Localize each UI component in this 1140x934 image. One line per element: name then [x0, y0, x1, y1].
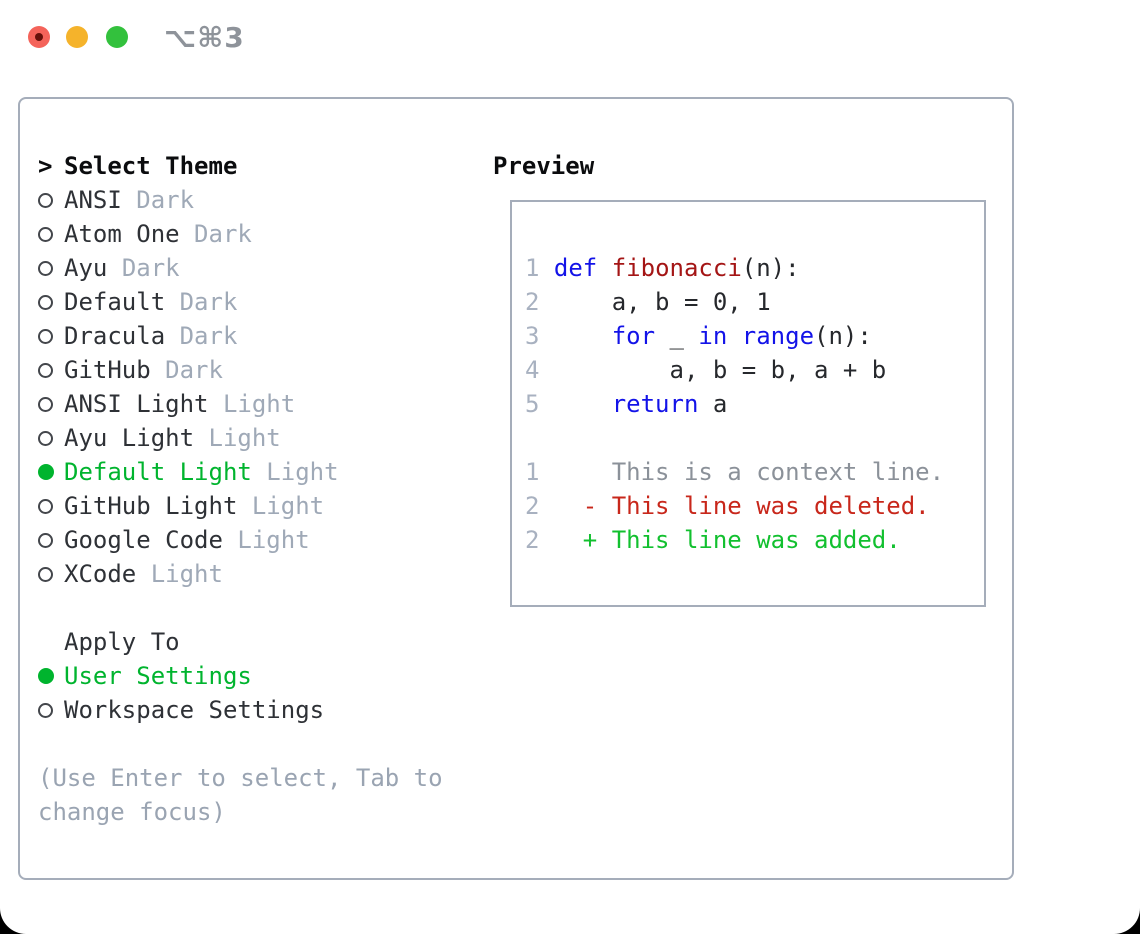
radio-icon — [38, 362, 64, 378]
theme-variant: Dark — [121, 254, 180, 282]
apply-option-label: Workspace Settings — [64, 696, 325, 724]
line-number: 2 — [525, 526, 540, 554]
apply-option-user-settings[interactable]: User Settings — [38, 659, 498, 693]
diff-text: This is a context line. — [553, 458, 945, 486]
code-preview: 1 def fibonacci(n): 2 a, b = 0, 1 3 for _ … — [512, 202, 984, 557]
code-line: 1 def fibonacci(n): — [525, 254, 800, 282]
prompt-icon: > — [38, 152, 53, 180]
code-line: 2 a, b = 0, 1 — [525, 288, 771, 316]
line-number: 1 — [525, 458, 540, 486]
line-number: 4 — [525, 356, 540, 384]
theme-option-default[interactable]: Default Dark — [38, 285, 498, 319]
theme-name: ANSI Light — [64, 390, 209, 418]
theme-option-google-code[interactable]: Google Code Light — [38, 523, 498, 557]
radio-icon — [38, 566, 64, 582]
close-dot-icon — [35, 33, 43, 41]
theme-option-ansi-light[interactable]: ANSI Light Light — [38, 387, 498, 421]
theme-option-github-light[interactable]: GitHub Light Light — [38, 489, 498, 523]
theme-option-atom-one[interactable]: Atom One Dark — [38, 217, 498, 251]
radio-icon — [38, 498, 64, 514]
apply-to-header: Apply To — [38, 625, 498, 659]
line-number: 1 — [525, 254, 540, 282]
diff-text: - This line was deleted. — [553, 492, 930, 520]
radio-icon — [38, 532, 64, 548]
close-button[interactable] — [28, 26, 50, 48]
radio-icon — [38, 328, 64, 344]
diff-line-added: 2 + This line was added. — [525, 523, 984, 557]
theme-variant: Light — [208, 424, 281, 452]
minimize-button[interactable] — [66, 26, 88, 48]
theme-variant: Dark — [136, 186, 195, 214]
select-theme-title: Select Theme — [64, 152, 238, 180]
theme-option-github[interactable]: GitHub Dark — [38, 353, 498, 387]
theme-name: Ayu Light — [64, 424, 195, 452]
help-text: (Use Enter to select, Tab to change focu… — [38, 764, 443, 826]
line-number: 3 — [525, 322, 540, 350]
preview-box: 1 def fibonacci(n): 2 a, b = 0, 1 3 for _ … — [510, 200, 986, 607]
theme-option-ayu[interactable]: Ayu Dark — [38, 251, 498, 285]
line-number: 5 — [525, 390, 540, 418]
radio-icon — [38, 260, 64, 276]
radio-icon — [38, 464, 64, 480]
diff-line-context: 1 This is a context line. — [525, 455, 984, 489]
theme-variant: Light — [222, 390, 296, 418]
spacer — [38, 727, 498, 761]
theme-name: Atom One — [64, 220, 180, 248]
radio-icon — [38, 668, 64, 684]
line-number: 2 — [525, 492, 540, 520]
theme-name: Ayu — [64, 254, 108, 282]
theme-variant: Dark — [179, 322, 238, 350]
radio-icon — [38, 702, 64, 718]
theme-option-dracula[interactable]: Dracula Dark — [38, 319, 498, 353]
theme-variant: Light — [266, 458, 339, 486]
code-line: 5 return a — [525, 390, 728, 418]
theme-variant: Dark — [179, 288, 238, 316]
titlebar: ⌥⌘3 — [0, 0, 1140, 74]
diff-text: + This line was added. — [553, 526, 901, 554]
apply-option-workspace-settings[interactable]: Workspace Settings — [38, 693, 498, 727]
radio-icon — [38, 396, 64, 412]
theme-variant: Dark — [194, 220, 252, 248]
apply-to-title: Apply To — [64, 628, 180, 656]
radio-icon — [38, 430, 64, 446]
diff-line-deleted: 2 - This line was deleted. — [525, 489, 984, 523]
theme-option-xcode[interactable]: XCode Light — [38, 557, 498, 591]
theme-variant: Dark — [165, 356, 223, 384]
line-number: 2 — [525, 288, 540, 316]
apply-option-label: User Settings — [64, 662, 252, 690]
window-shortcut-label: ⌥⌘3 — [164, 21, 245, 54]
theme-variant: Light — [237, 526, 310, 554]
theme-option-ayu-light[interactable]: Ayu Light Light — [38, 421, 498, 455]
radio-icon — [38, 294, 64, 310]
theme-variant: Light — [150, 560, 223, 588]
theme-name: GitHub — [64, 356, 151, 384]
code-line: 3 for _ in range(n): — [525, 322, 872, 350]
theme-name: Default Light — [64, 458, 252, 486]
theme-name: Default — [64, 288, 166, 316]
code-line: 4 a, b = b, a + b — [525, 356, 887, 384]
radio-icon — [38, 226, 64, 242]
select-theme-header: > Select Theme — [38, 149, 498, 183]
theme-name: Google Code — [64, 526, 223, 554]
blank-line — [525, 421, 984, 455]
radio-icon — [38, 192, 64, 208]
spacer — [38, 591, 498, 625]
theme-variant: Light — [251, 492, 325, 520]
preview-title: Preview — [493, 152, 595, 180]
theme-name: Dracula — [64, 322, 166, 350]
theme-name: GitHub Light — [64, 492, 238, 520]
zoom-button[interactable] — [106, 26, 128, 48]
theme-option-ansi[interactable]: ANSI Dark — [38, 183, 498, 217]
theme-name: XCode — [64, 560, 137, 588]
theme-name: ANSI — [64, 186, 122, 214]
theme-option-default-light[interactable]: Default Light Light — [38, 455, 498, 489]
